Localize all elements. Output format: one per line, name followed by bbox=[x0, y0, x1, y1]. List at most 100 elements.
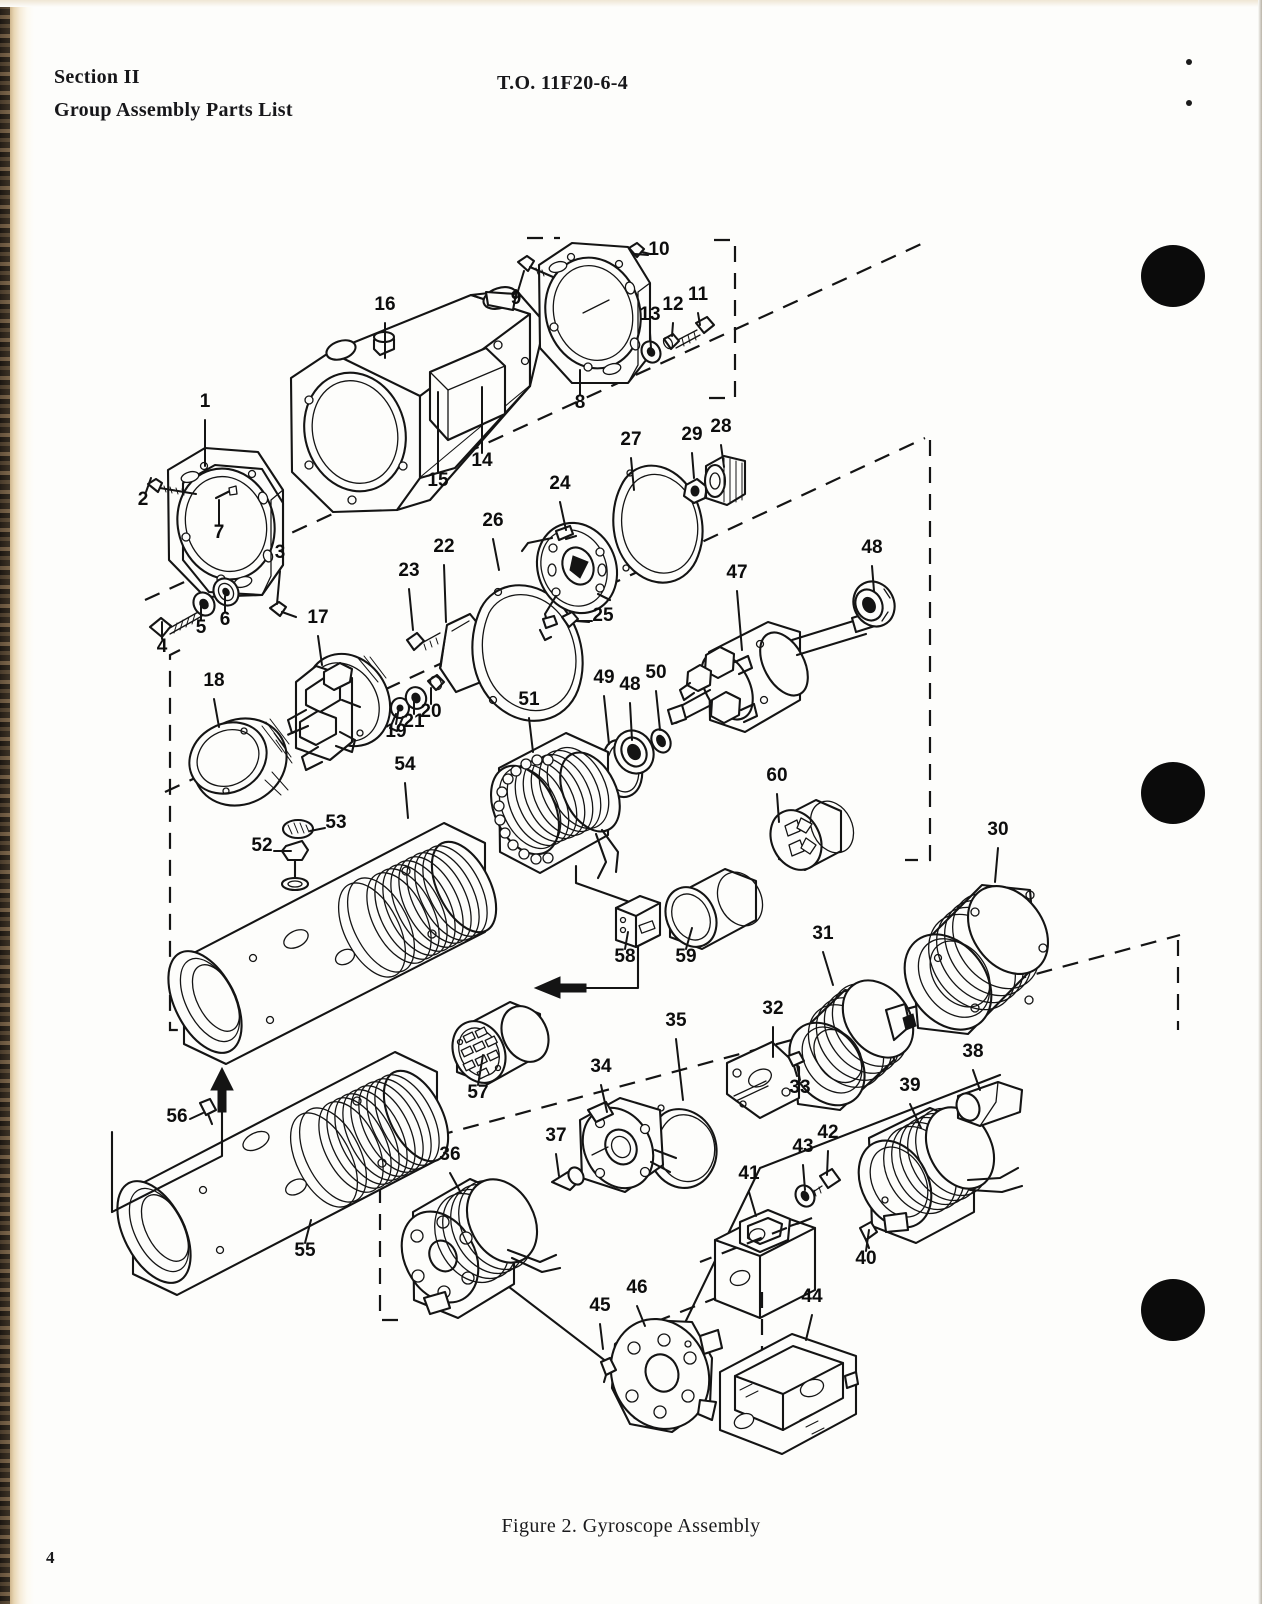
callout-leader-line bbox=[776, 793, 780, 823]
callout-29: 29 bbox=[681, 424, 703, 479]
callout-21: 21 bbox=[403, 697, 425, 732]
callout-leader-line bbox=[395, 706, 400, 725]
callout-25: 25 bbox=[577, 605, 614, 626]
callout-39: 39 bbox=[899, 1075, 922, 1129]
part-3-screw bbox=[268, 600, 298, 619]
part-58-terminal-block bbox=[614, 894, 662, 949]
callout-number: 34 bbox=[590, 1056, 612, 1077]
part-53-cap bbox=[281, 818, 315, 840]
scan-speck bbox=[1186, 100, 1192, 106]
callout-30: 30 bbox=[987, 819, 1009, 883]
callout-60: 60 bbox=[766, 765, 788, 823]
callout-3: 3 bbox=[275, 542, 286, 605]
part-19-pin bbox=[388, 696, 411, 733]
callout-number: 18 bbox=[203, 670, 224, 691]
callout-leader-line bbox=[599, 1323, 604, 1350]
callout-number: 24 bbox=[549, 473, 571, 494]
callout-leader-line bbox=[477, 1054, 484, 1086]
part-18-threaded-ring bbox=[188, 717, 293, 807]
callout-number: 49 bbox=[593, 667, 614, 688]
part-32-bracket-plate bbox=[725, 1040, 801, 1120]
callout-number: 40 bbox=[855, 1248, 876, 1269]
callout-number: 54 bbox=[394, 754, 416, 775]
part-30-threaded-housing bbox=[903, 883, 1050, 1036]
callout-leader-line bbox=[994, 847, 999, 883]
page-number: 4 bbox=[46, 1548, 55, 1567]
callout-leader-line bbox=[736, 590, 743, 651]
callout-27: 27 bbox=[620, 429, 642, 491]
callout-number: 42 bbox=[817, 1122, 838, 1143]
callout-leader-line bbox=[528, 717, 534, 753]
part-28-coupling bbox=[703, 454, 747, 507]
callout-number: 1 bbox=[200, 391, 211, 412]
callout-33: 33 bbox=[789, 1064, 811, 1098]
callout-leader-line bbox=[671, 322, 674, 337]
callout-number: 55 bbox=[294, 1240, 316, 1261]
part-33-screw bbox=[786, 1050, 806, 1078]
callout-leader-line bbox=[189, 1112, 204, 1120]
callout-17: 17 bbox=[307, 607, 329, 666]
callout-16: 16 bbox=[374, 294, 396, 359]
callout-18: 18 bbox=[203, 670, 225, 728]
callout-leader-line bbox=[796, 1064, 801, 1081]
callout-number: 5 bbox=[196, 617, 207, 638]
punch-hole bbox=[1141, 1279, 1205, 1341]
callout-leader-line bbox=[630, 457, 635, 491]
part-27-retaining-ring bbox=[612, 464, 704, 584]
callout-58: 58 bbox=[614, 931, 636, 967]
part-8-rear-flange bbox=[537, 241, 652, 385]
callout-leader-line bbox=[748, 1191, 757, 1217]
callout-number: 50 bbox=[645, 662, 666, 683]
callout-number: 46 bbox=[626, 1277, 647, 1298]
callout-leader-line bbox=[720, 444, 725, 468]
callout-number: 33 bbox=[789, 1077, 810, 1098]
part-20-screw bbox=[426, 673, 446, 692]
part-55-outer-cylinder-lower bbox=[116, 1050, 450, 1297]
part-2-screw bbox=[146, 477, 198, 496]
callout-number: 8 bbox=[575, 392, 586, 413]
callout-19: 19 bbox=[385, 706, 407, 742]
callout-number: 9 bbox=[511, 288, 522, 309]
callout-leader-line bbox=[145, 477, 152, 493]
callout-36: 36 bbox=[439, 1144, 462, 1194]
part-34-end-bell bbox=[578, 1096, 678, 1194]
assembly-arrow-up bbox=[110, 1066, 234, 1214]
callout-54: 54 bbox=[394, 754, 416, 819]
part-29-nut bbox=[682, 477, 709, 505]
callout-leader-line bbox=[492, 538, 500, 571]
callout-number: 20 bbox=[420, 701, 441, 722]
callout-leader-line bbox=[309, 827, 326, 832]
callout-number: 47 bbox=[726, 562, 747, 583]
part-46-end-plate bbox=[609, 1318, 724, 1434]
callout-41: 41 bbox=[738, 1163, 760, 1217]
callout-number: 32 bbox=[762, 998, 783, 1019]
callout-31: 31 bbox=[812, 923, 834, 986]
callout-number: 39 bbox=[899, 1075, 920, 1096]
header-technical-order-number: T.O. 11F20-6-4 bbox=[497, 72, 629, 94]
part-15-nameplate bbox=[428, 346, 507, 442]
callout-leader-line bbox=[443, 564, 447, 623]
part-24-brush-plate bbox=[520, 521, 619, 642]
callout-leader-line bbox=[317, 635, 323, 666]
callout-45: 45 bbox=[589, 1295, 611, 1350]
callout-leader-line bbox=[517, 270, 525, 292]
part-7-pin bbox=[214, 485, 238, 500]
callout-number: 43 bbox=[792, 1136, 813, 1157]
callout-number: 3 bbox=[275, 542, 286, 563]
callout-number: 17 bbox=[307, 607, 328, 628]
callout-leader-line bbox=[304, 1219, 312, 1244]
part-44-base-frame bbox=[718, 1332, 860, 1456]
callout-1: 1 bbox=[200, 391, 211, 467]
callout-12: 12 bbox=[662, 294, 684, 337]
callout-number: 44 bbox=[801, 1286, 823, 1307]
callout-number: 53 bbox=[325, 812, 346, 833]
part-54-outer-cylinder-upper bbox=[167, 821, 498, 1066]
callout-15: 15 bbox=[427, 391, 449, 491]
callout-49: 49 bbox=[593, 667, 615, 745]
part-37-roller-pin bbox=[550, 1166, 585, 1192]
part-16-main-housing bbox=[289, 286, 547, 514]
callout-number: 36 bbox=[439, 1144, 460, 1165]
callout-number: 16 bbox=[374, 294, 395, 315]
